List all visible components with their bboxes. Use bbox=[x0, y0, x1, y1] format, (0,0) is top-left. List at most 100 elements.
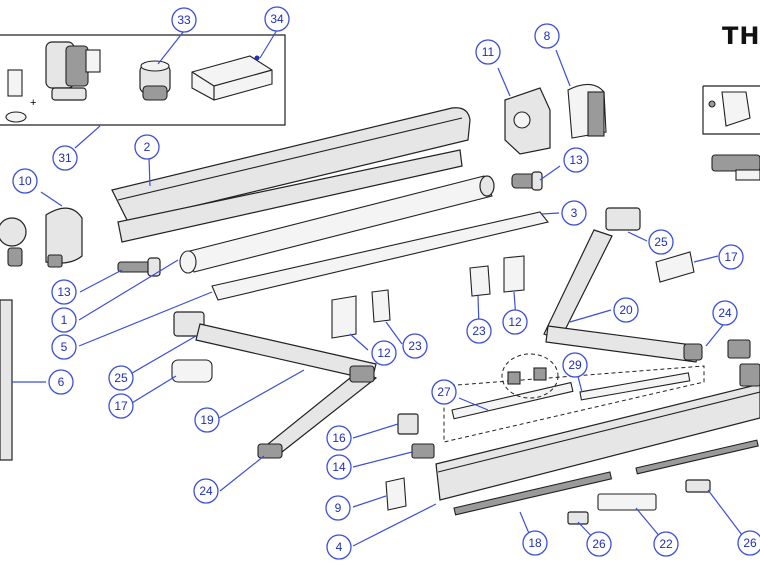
callout-33: 33 bbox=[171, 7, 197, 33]
callout-14: 14 bbox=[326, 454, 352, 480]
callout-circle bbox=[326, 534, 352, 560]
callout-17: 17 bbox=[108, 393, 134, 419]
callout-number: 18 bbox=[528, 536, 542, 550]
callout-34: 34 bbox=[264, 6, 290, 32]
parts-22-26 bbox=[567, 339, 760, 525]
callout-number: 27 bbox=[437, 385, 451, 399]
callout-17: 17 bbox=[718, 244, 744, 270]
callout-number: 13 bbox=[57, 285, 71, 299]
parts-12-23-right bbox=[469, 255, 525, 297]
part-33 bbox=[139, 60, 171, 101]
callout-2: 2 bbox=[134, 134, 160, 160]
callout-number: 17 bbox=[114, 399, 128, 413]
part-13-left bbox=[117, 257, 161, 277]
callout-circle bbox=[522, 530, 548, 556]
callout-number: 6 bbox=[58, 375, 65, 389]
lead-strip-5 bbox=[211, 211, 549, 301]
callout-number: 29 bbox=[568, 358, 582, 372]
callout-23: 23 bbox=[402, 333, 428, 359]
callout-27: 27 bbox=[431, 379, 457, 405]
callout-circle bbox=[563, 147, 589, 173]
front-profile-2 bbox=[111, 107, 471, 243]
callout-number: 24 bbox=[718, 306, 732, 320]
callout-circle bbox=[712, 300, 738, 326]
callout-number: 34 bbox=[270, 12, 284, 26]
callout-number: 10 bbox=[18, 174, 32, 188]
callout-circle bbox=[534, 23, 560, 49]
callout-number: 19 bbox=[200, 413, 214, 427]
callout-number: 26 bbox=[592, 537, 606, 551]
callout-circle bbox=[264, 6, 290, 32]
callout-24: 24 bbox=[193, 478, 219, 504]
callout-circle bbox=[613, 297, 639, 323]
callout-31: 31 bbox=[52, 145, 78, 171]
callout-number: 12 bbox=[508, 315, 522, 329]
callout-number: 5 bbox=[61, 340, 68, 354]
parts-12-23-left bbox=[331, 289, 391, 339]
callout-circle bbox=[108, 393, 134, 419]
callout-circle bbox=[561, 200, 587, 226]
callout-number: 24 bbox=[199, 484, 213, 498]
callout-circle bbox=[52, 145, 78, 171]
callout-number: 13 bbox=[569, 153, 583, 167]
callout-8: 8 bbox=[534, 23, 560, 49]
callout-number: 2 bbox=[144, 140, 151, 154]
part-8 bbox=[567, 83, 607, 139]
kit-31-box: + bbox=[0, 34, 286, 126]
rod-group-27 bbox=[443, 353, 705, 443]
callout-number: 23 bbox=[472, 324, 486, 338]
callout-4: 4 bbox=[326, 534, 352, 560]
callout-circle bbox=[134, 134, 160, 160]
callout-circle bbox=[586, 531, 612, 557]
callout-13: 13 bbox=[563, 147, 589, 173]
callout-25: 25 bbox=[108, 365, 134, 391]
callout-circle bbox=[371, 340, 397, 366]
callout-number: 31 bbox=[58, 151, 72, 165]
callout-circle bbox=[171, 7, 197, 33]
lower-rail-18 bbox=[453, 439, 759, 516]
callout-13: 13 bbox=[51, 279, 77, 305]
callout-12: 12 bbox=[502, 309, 528, 335]
callout-number: 25 bbox=[114, 371, 128, 385]
callout-circle bbox=[193, 478, 219, 504]
callout-number: 4 bbox=[336, 540, 343, 554]
callout-circle bbox=[475, 39, 501, 65]
callout-circle bbox=[502, 309, 528, 335]
parts-16-14 bbox=[397, 413, 435, 459]
callout-number: 33 bbox=[177, 13, 191, 27]
callout-24: 24 bbox=[712, 300, 738, 326]
callout-number: 20 bbox=[619, 303, 633, 317]
callout-circle bbox=[562, 352, 588, 378]
callout-1: 1 bbox=[51, 307, 77, 333]
callout-number: 9 bbox=[335, 501, 342, 515]
callout-circle bbox=[194, 407, 220, 433]
callout-26: 26 bbox=[737, 530, 760, 556]
callout-circle bbox=[108, 365, 134, 391]
callout-22: 22 bbox=[653, 531, 679, 557]
callout-number: 3 bbox=[571, 206, 578, 220]
callout-9: 9 bbox=[325, 495, 351, 521]
callout-23: 23 bbox=[466, 318, 492, 344]
callout-number: 14 bbox=[332, 460, 346, 474]
part-11 bbox=[504, 87, 551, 155]
callout-number: 23 bbox=[408, 339, 422, 353]
callout-6: 6 bbox=[48, 369, 74, 395]
callout-number: 16 bbox=[332, 431, 346, 445]
callout-number: 11 bbox=[482, 45, 495, 59]
callout-circle bbox=[12, 168, 38, 194]
callout-3: 3 bbox=[561, 200, 587, 226]
callout-10: 10 bbox=[12, 168, 38, 194]
callout-11: 11 bbox=[475, 39, 501, 65]
callout-circle bbox=[326, 425, 352, 451]
callout-number: 26 bbox=[743, 536, 757, 550]
callout-circle bbox=[51, 307, 77, 333]
part-13-right bbox=[511, 171, 543, 191]
callout-circle bbox=[431, 379, 457, 405]
part-17-left bbox=[171, 359, 213, 383]
front-bar-4 bbox=[435, 383, 760, 501]
callout-circle bbox=[648, 229, 674, 255]
part-17-right bbox=[655, 251, 695, 283]
callout-circle bbox=[325, 495, 351, 521]
